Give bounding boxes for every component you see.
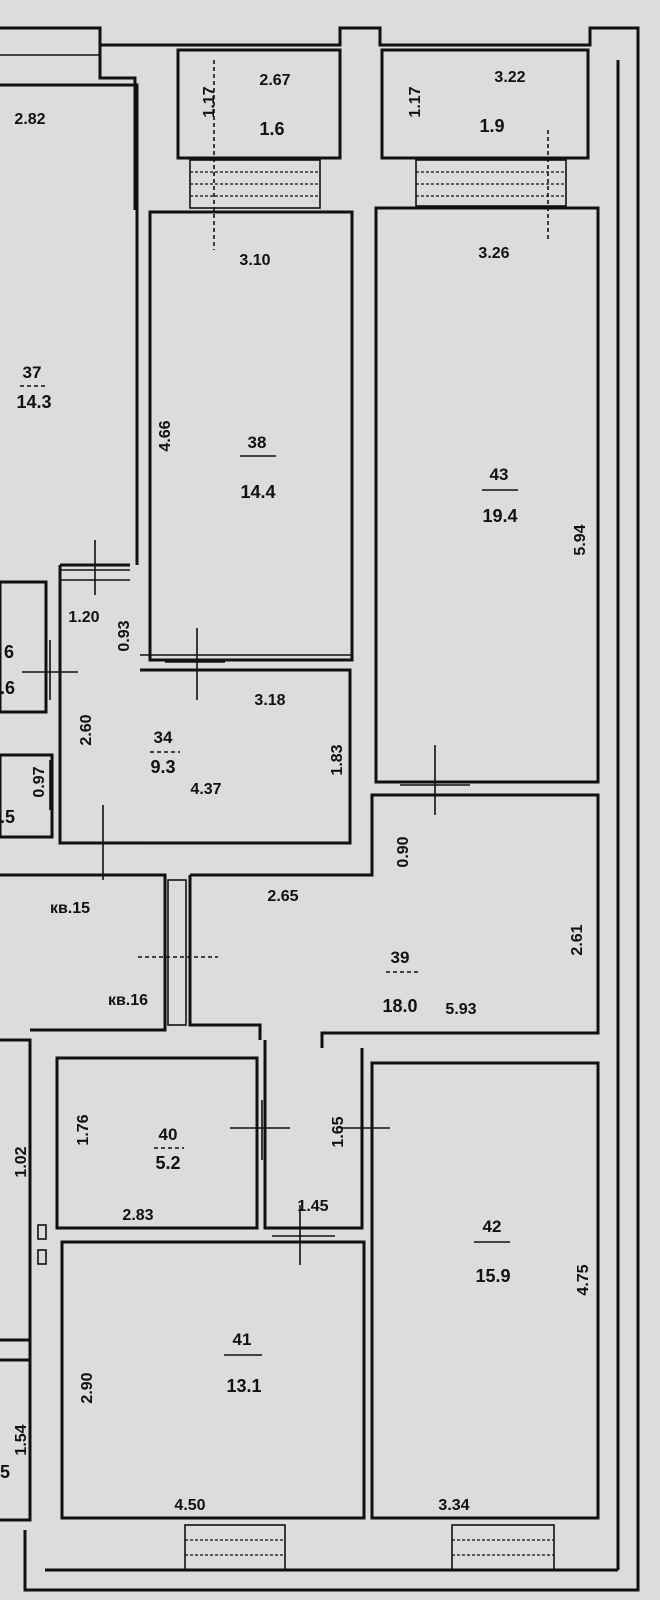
dim-2-60: 2.60 [78,714,95,745]
dim-0-93: 0.93 [116,620,133,651]
room-39-wall [188,793,600,1048]
dim-4-50: 4.50 [174,1497,205,1514]
room-43-number: 43 [490,465,509,484]
balcony-left-depth: 1.17 [201,86,218,117]
door-mark [340,1100,390,1160]
room-40-area: 5.2 [155,1153,180,1173]
door-mark [60,540,130,595]
dim-0-90: 0.90 [395,836,412,867]
outer-wall [0,26,640,1592]
room-42-area: 15.9 [475,1266,510,1286]
dim-2-83: 2.83 [122,1207,153,1224]
side-window-mark [37,1249,47,1265]
bottom-window-right [451,1524,555,1571]
dim-1-76: 1.76 [75,1114,92,1145]
room-37-number: 37 [23,363,42,382]
door-mark [400,745,470,815]
room-34-number: 34 [154,728,173,747]
dim-1-65: 1.65 [330,1116,347,1147]
dim-4-37: 4.37 [190,781,221,798]
door-mark [272,1205,335,1265]
shaft-channel [167,879,187,1026]
room-40-number: 40 [159,1125,178,1144]
dim-3-26: 3.26 [478,245,509,262]
dim-5-94: 5.94 [572,524,589,555]
door-mark [22,640,78,700]
balcony-right-depth: 1.17 [407,86,424,117]
left-cut-room-lower [0,753,54,839]
dim-1-83: 1.83 [329,744,346,775]
room-38-area: 14.4 [240,482,275,502]
shaft-label-16: кв.16 [108,992,148,1009]
dim-2-82: 2.82 [14,111,45,128]
room-34-wall [58,563,352,845]
door-mark [165,628,225,700]
cut-label-5: 5 [0,1462,10,1482]
left-cut-room-upper [0,580,48,714]
balcony-left [176,48,342,160]
door-mark [70,805,140,880]
cut-label-dot5: .5 [0,807,15,827]
dim-2-65: 2.65 [267,888,298,905]
dim-1-20: 1.20 [68,609,99,626]
dim-2-90: 2.90 [79,1372,96,1403]
dim-3-10: 3.10 [239,252,270,269]
room-39-number: 39 [391,948,410,967]
balcony-right-window [415,159,567,207]
room-34-area: 9.3 [150,757,175,777]
balcony-left-area: 1.6 [259,119,284,139]
shaft-label-15: кв.15 [50,900,90,917]
room-37-area: 14.3 [16,392,51,412]
balcony-right [380,48,590,160]
balcony-left-width: 2.67 [259,72,290,89]
cut-label-6: 6 [4,642,14,662]
room-38-wall [148,210,354,662]
dim-3-18: 3.18 [254,692,285,709]
dim-3-34: 3.34 [438,1497,469,1514]
room-43-area: 19.4 [482,506,517,526]
room-41-wall [60,1240,366,1520]
room-39-area: 18.0 [382,996,417,1016]
balcony-right-width: 3.22 [494,69,525,86]
cut-label-dot6: .6 [0,678,15,698]
room-42-wall [370,1061,600,1520]
dim-5-93: 5.93 [445,1001,476,1018]
dim-4-75: 4.75 [575,1264,592,1295]
dim-1-54: 1.54 [13,1424,30,1455]
dim-1-45: 1.45 [297,1198,328,1215]
room-41-area: 13.1 [226,1376,261,1396]
room-42-number: 42 [483,1217,502,1236]
side-window-mark [37,1224,47,1240]
bottom-window-left [184,1524,286,1571]
left-column-wall [0,1038,32,1522]
room-38-number: 38 [248,433,267,452]
room-43-wall [374,206,600,784]
door-mark [230,1100,290,1160]
room-37-wall [0,83,139,565]
dim-1-02: 1.02 [13,1146,30,1177]
shaft-wall [0,873,167,1032]
balcony-right-area: 1.9 [479,116,504,136]
dim-4-66: 4.66 [157,420,174,451]
dim-2-61: 2.61 [569,924,586,955]
room-41-number: 41 [233,1330,252,1349]
dim-0-97: 0.97 [31,766,48,797]
